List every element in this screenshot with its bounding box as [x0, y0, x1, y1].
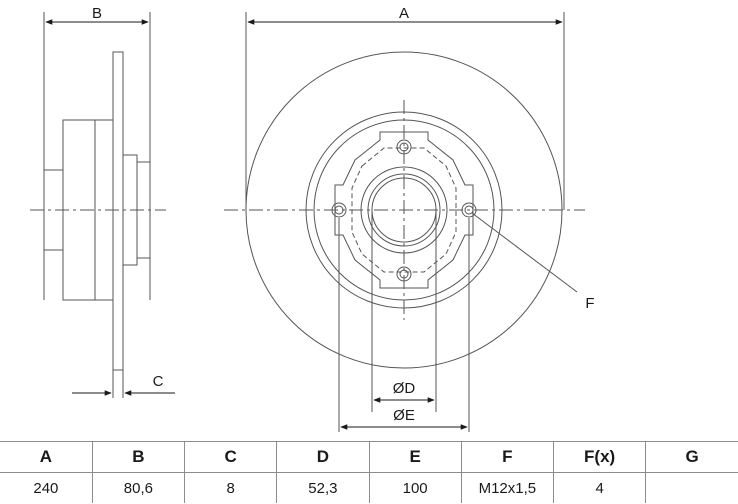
table-header-row: A B C D E F F(x) G [0, 441, 738, 473]
label-f: F [585, 295, 594, 312]
header-cell-g: G [645, 441, 738, 473]
header-cell-a: A [0, 441, 93, 473]
leader-f [471, 212, 578, 293]
specification-table: A B C D E F F(x) G 240 80,6 8 52,3 100 M… [0, 441, 738, 503]
header-cell-fx: F(x) [552, 441, 647, 473]
label-e: ØE [393, 407, 415, 424]
header-cell-c: C [183, 441, 278, 473]
header-cell-e: E [368, 441, 462, 473]
label-c: C [153, 373, 164, 390]
front-view [245, 12, 565, 432]
value-cell-f: M12x1,5 [460, 472, 555, 503]
table-value-row: 240 80,6 8 52,3 100 M12x1,5 4 [0, 472, 738, 503]
label-b: B [92, 5, 102, 22]
brake-disc-technical-drawing: B C A [30, 5, 595, 432]
header-cell-b: B [91, 441, 186, 473]
side-view [43, 12, 151, 398]
value-cell-e: 100 [368, 472, 462, 503]
label-a: A [399, 5, 409, 22]
value-cell-d: 52,3 [276, 472, 370, 503]
header-cell-f: F [460, 441, 555, 473]
value-cell-c: 8 [183, 472, 278, 503]
value-cell-fx: 4 [552, 472, 647, 503]
header-cell-d: D [276, 441, 370, 473]
value-cell-g [645, 472, 738, 503]
label-d: ØD [393, 380, 416, 397]
value-cell-a: 240 [0, 472, 93, 503]
value-cell-b: 80,6 [91, 472, 186, 503]
